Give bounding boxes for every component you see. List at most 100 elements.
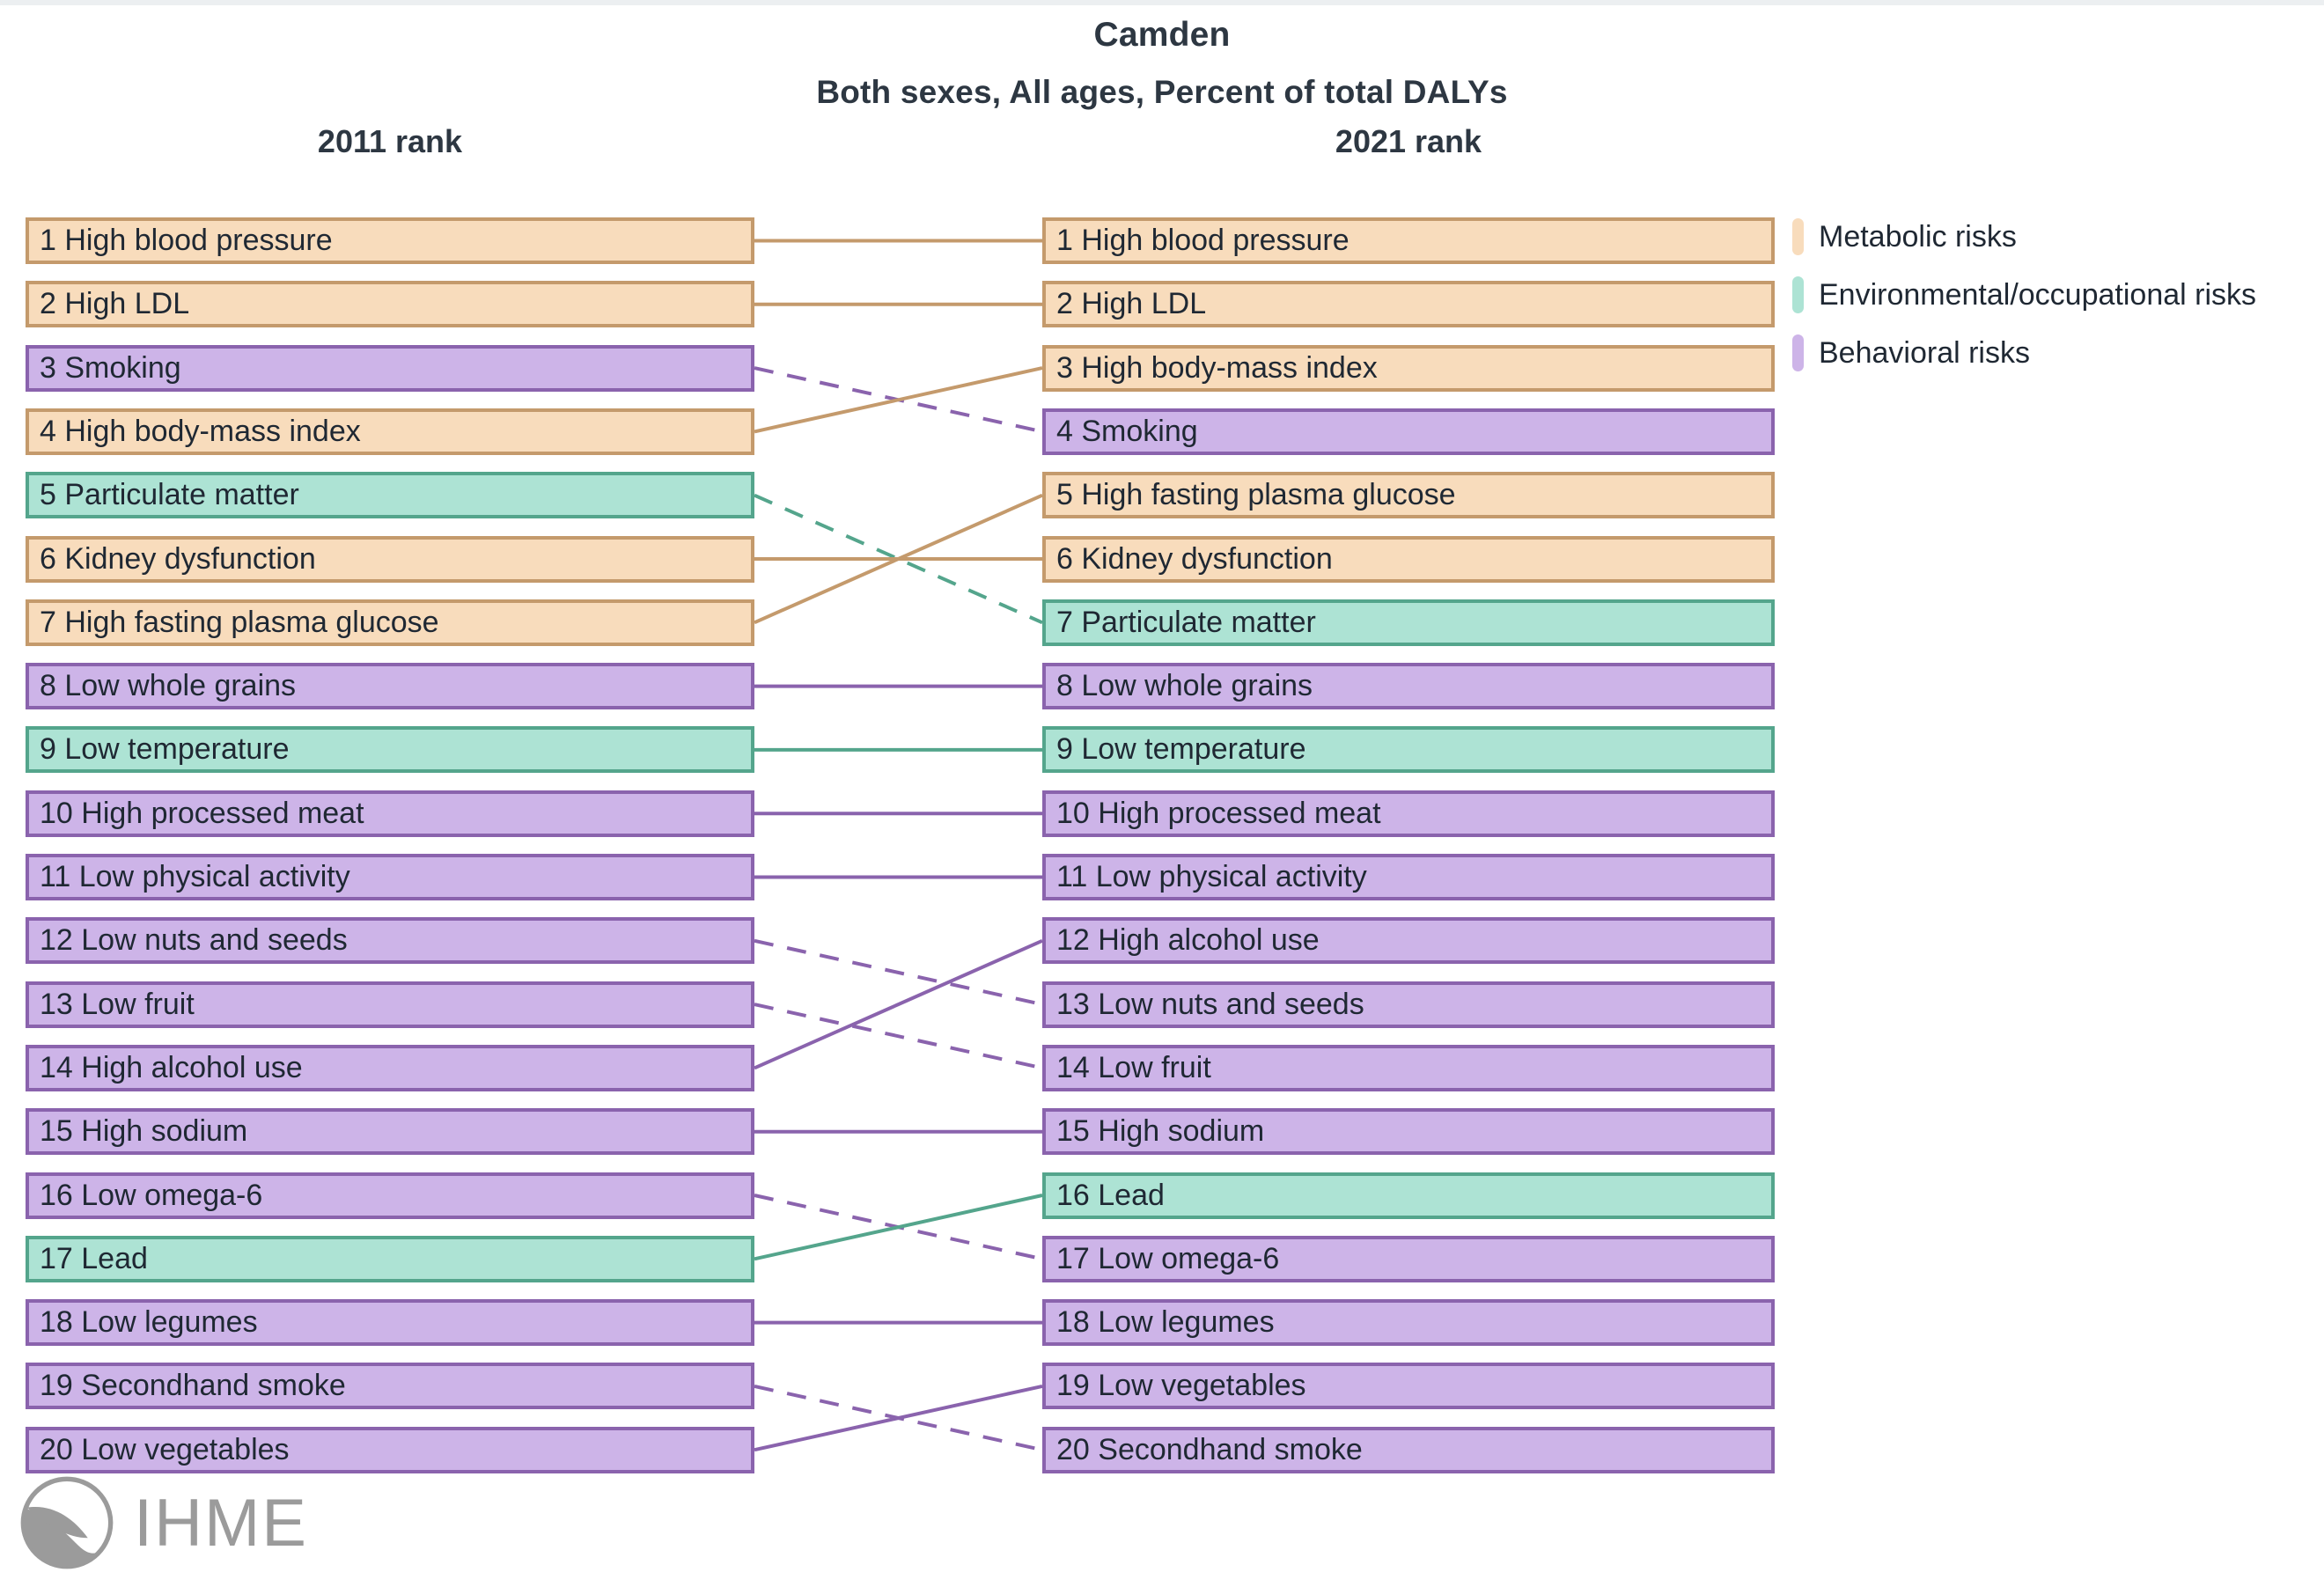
rank-box-2021-1[interactable]: 1 High blood pressure (1042, 217, 1775, 264)
rank-box-label: 20 Secondhand smoke (1056, 1432, 1363, 1466)
rank-box-2021-14[interactable]: 14 Low fruit (1042, 1044, 1775, 1091)
legend-swatch-icon (1792, 334, 1804, 371)
top-band (0, 0, 2324, 5)
rank-box-2011-10[interactable]: 10 High processed meat (26, 790, 754, 837)
rank-box-2011-18[interactable]: 18 Low legumes (26, 1299, 754, 1347)
rank-box-2011-4[interactable]: 4 High body-mass index (26, 408, 754, 455)
legend-label: Behavioral risks (1819, 335, 2030, 370)
rank-box-label: 11 Low physical activity (1056, 860, 1367, 893)
rank-box-label: 19 Secondhand smoke (40, 1369, 346, 1403)
legend-swatch-icon (1792, 276, 1804, 313)
rank-box-label: 5 High fasting plasma glucose (1056, 478, 1456, 512)
rank-link-19-to-20 (754, 1384, 1043, 1452)
rank-box-label: 14 High alcohol use (40, 1050, 303, 1084)
rank-box-2011-11[interactable]: 11 Low physical activity (26, 854, 754, 900)
rank-box-label: 16 Low omega-6 (40, 1178, 263, 1212)
rank-box-2011-1[interactable]: 1 High blood pressure (26, 217, 754, 264)
ihme-logo: IHME (19, 1475, 308, 1570)
legend-swatch-icon (1792, 218, 1804, 255)
rank-link-13-to-14 (754, 1003, 1043, 1070)
rank-box-2011-8[interactable]: 8 Low whole grains (26, 663, 754, 710)
rank-box-2021-12[interactable]: 12 High alcohol use (1042, 917, 1775, 965)
rank-box-label: 7 High fasting plasma glucose (40, 605, 439, 639)
rank-link-20-to-19 (754, 1384, 1043, 1452)
rank-box-label: 7 Particulate matter (1056, 605, 1316, 639)
rank-box-2021-16[interactable]: 16 Lead (1042, 1172, 1775, 1219)
rank-box-label: 14 Low fruit (1056, 1050, 1211, 1084)
rank-box-label: 6 Kidney dysfunction (40, 541, 316, 576)
rank-box-label: 13 Low fruit (40, 987, 195, 1021)
rank-box-2021-20[interactable]: 20 Secondhand smoke (1042, 1426, 1775, 1473)
rank-box-2021-19[interactable]: 19 Low vegetables (1042, 1363, 1775, 1410)
legend-item-metabolic[interactable]: Metabolic risks (1792, 208, 2256, 266)
rank-box-2011-6[interactable]: 6 Kidney dysfunction (26, 535, 754, 583)
rank-box-label: 12 High alcohol use (1056, 923, 1320, 958)
rank-box-label: 19 Low vegetables (1056, 1369, 1306, 1403)
rank-link-14-to-12 (754, 938, 1043, 1070)
rank-box-2011-15[interactable]: 15 High sodium (26, 1108, 754, 1156)
rank-box-2021-2[interactable]: 2 High LDL (1042, 281, 1775, 328)
ihme-wordmark: IHME (134, 1485, 308, 1561)
rank-box-2021-6[interactable]: 6 Kidney dysfunction (1042, 535, 1775, 583)
rank-box-2011-3[interactable]: 3 Smoking (26, 344, 754, 392)
ihme-circle-leaf-icon (20, 1476, 114, 1569)
rank-link-4-to-3 (754, 366, 1043, 434)
rank-box-label: 8 Low whole grains (40, 669, 297, 703)
legend-item-behav[interactable]: Behavioral risks (1792, 324, 2256, 382)
rank-box-label: 4 Smoking (1056, 414, 1198, 448)
rank-box-2021-3[interactable]: 3 High body-mass index (1042, 344, 1775, 392)
rank-box-2011-9[interactable]: 9 Low temperature (26, 726, 754, 774)
rank-box-2021-11[interactable]: 11 Low physical activity (1042, 854, 1775, 900)
legend-label: Environmental/occupational risks (1819, 277, 2257, 312)
rank-box-2011-13[interactable]: 13 Low fruit (26, 981, 754, 1028)
rank-box-2021-15[interactable]: 15 High sodium (1042, 1108, 1775, 1156)
rank-box-2011-20[interactable]: 20 Low vegetables (26, 1426, 754, 1473)
legend-label: Metabolic risks (1819, 219, 2017, 253)
rank-box-2021-13[interactable]: 13 Low nuts and seeds (1042, 981, 1775, 1028)
rank-box-label: 15 High sodium (1056, 1114, 1265, 1149)
rank-box-2011-16[interactable]: 16 Low omega-6 (26, 1172, 754, 1219)
rank-link-3-to-4 (754, 366, 1043, 434)
rank-box-label: 2 High LDL (1056, 287, 1207, 321)
rank-link-7-to-5 (754, 493, 1043, 625)
left-column-header: 2011 rank (317, 123, 463, 159)
rank-box-2011-5[interactable]: 5 Particulate matter (26, 472, 754, 519)
rank-box-label: 11 Low physical activity (40, 860, 350, 893)
rank-box-label: 9 Low temperature (1056, 732, 1306, 767)
rank-box-2011-7[interactable]: 7 High fasting plasma glucose (26, 599, 754, 646)
rank-box-label: 12 Low nuts and seeds (40, 923, 348, 958)
rank-box-label: 17 Low omega-6 (1056, 1241, 1280, 1275)
rank-box-label: 1 High blood pressure (40, 224, 333, 257)
rank-link-17-to-16 (754, 1194, 1043, 1261)
rank-box-label: 18 Low legumes (1056, 1305, 1275, 1340)
rank-box-2021-9[interactable]: 9 Low temperature (1042, 726, 1775, 774)
rank-box-2011-14[interactable]: 14 High alcohol use (26, 1044, 754, 1091)
rank-box-2011-17[interactable]: 17 Lead (26, 1235, 754, 1282)
rank-box-label: 10 High processed meat (1056, 796, 1381, 830)
rank-box-label: 13 Low nuts and seeds (1056, 987, 1364, 1021)
rank-box-2021-18[interactable]: 18 Low legumes (1042, 1299, 1775, 1347)
rank-box-label: 5 Particulate matter (40, 478, 299, 512)
rank-box-2021-5[interactable]: 5 High fasting plasma glucose (1042, 472, 1775, 519)
rank-box-label: 10 High processed meat (40, 796, 364, 830)
rank-box-label: 2 High LDL (40, 287, 190, 321)
rank-box-2021-7[interactable]: 7 Particulate matter (1042, 599, 1775, 646)
rank-box-label: 1 High blood pressure (1056, 224, 1350, 257)
chart-subtitle: Both sexes, All ages, Percent of total D… (816, 74, 1508, 110)
rank-box-label: 16 Lead (1056, 1178, 1165, 1212)
rank-box-2021-8[interactable]: 8 Low whole grains (1042, 663, 1775, 710)
legend-item-env[interactable]: Environmental/occupational risks (1792, 266, 2256, 324)
rank-box-2011-19[interactable]: 19 Secondhand smoke (26, 1363, 754, 1410)
rank-box-2021-4[interactable]: 4 Smoking (1042, 408, 1775, 455)
right-column-header: 2021 rank (1335, 123, 1482, 159)
rank-link-5-to-7 (754, 493, 1043, 625)
rank-link-12-to-13 (754, 938, 1043, 1007)
rank-box-2011-2[interactable]: 2 High LDL (26, 281, 754, 328)
rank-box-label: 3 Smoking (40, 350, 181, 385)
rank-box-2011-12[interactable]: 12 Low nuts and seeds (26, 917, 754, 965)
rank-box-2021-10[interactable]: 10 High processed meat (1042, 790, 1775, 837)
rank-box-label: 17 Lead (40, 1241, 148, 1275)
rank-box-2021-17[interactable]: 17 Low omega-6 (1042, 1235, 1775, 1282)
